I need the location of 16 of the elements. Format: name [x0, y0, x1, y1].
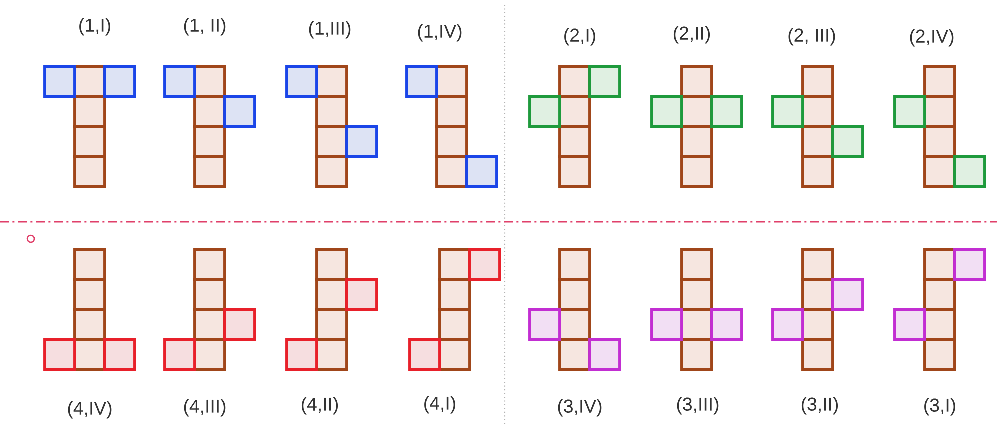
net-label: (2,I) [564, 28, 596, 46]
net-label: (2, III) [788, 28, 836, 46]
net-label: (1, II) [184, 18, 226, 36]
net-label: (3,I) [924, 398, 956, 416]
net-label: (3,IV) [558, 399, 602, 417]
net-label: (1,III) [309, 21, 351, 39]
net-label: (4,II) [302, 397, 338, 415]
net-label: (4,III) [184, 399, 226, 417]
net-label: (4,I) [424, 396, 456, 414]
net-label: (2,IV) [910, 29, 954, 47]
net-label: (2,II) [674, 26, 710, 44]
net-label: (3,III) [677, 397, 719, 415]
net-label: (1,I) [80, 18, 110, 36]
net-label: (4,IV) [68, 401, 112, 419]
net-label: (1,IV) [418, 24, 462, 42]
net-label: (3,II) [802, 397, 838, 415]
